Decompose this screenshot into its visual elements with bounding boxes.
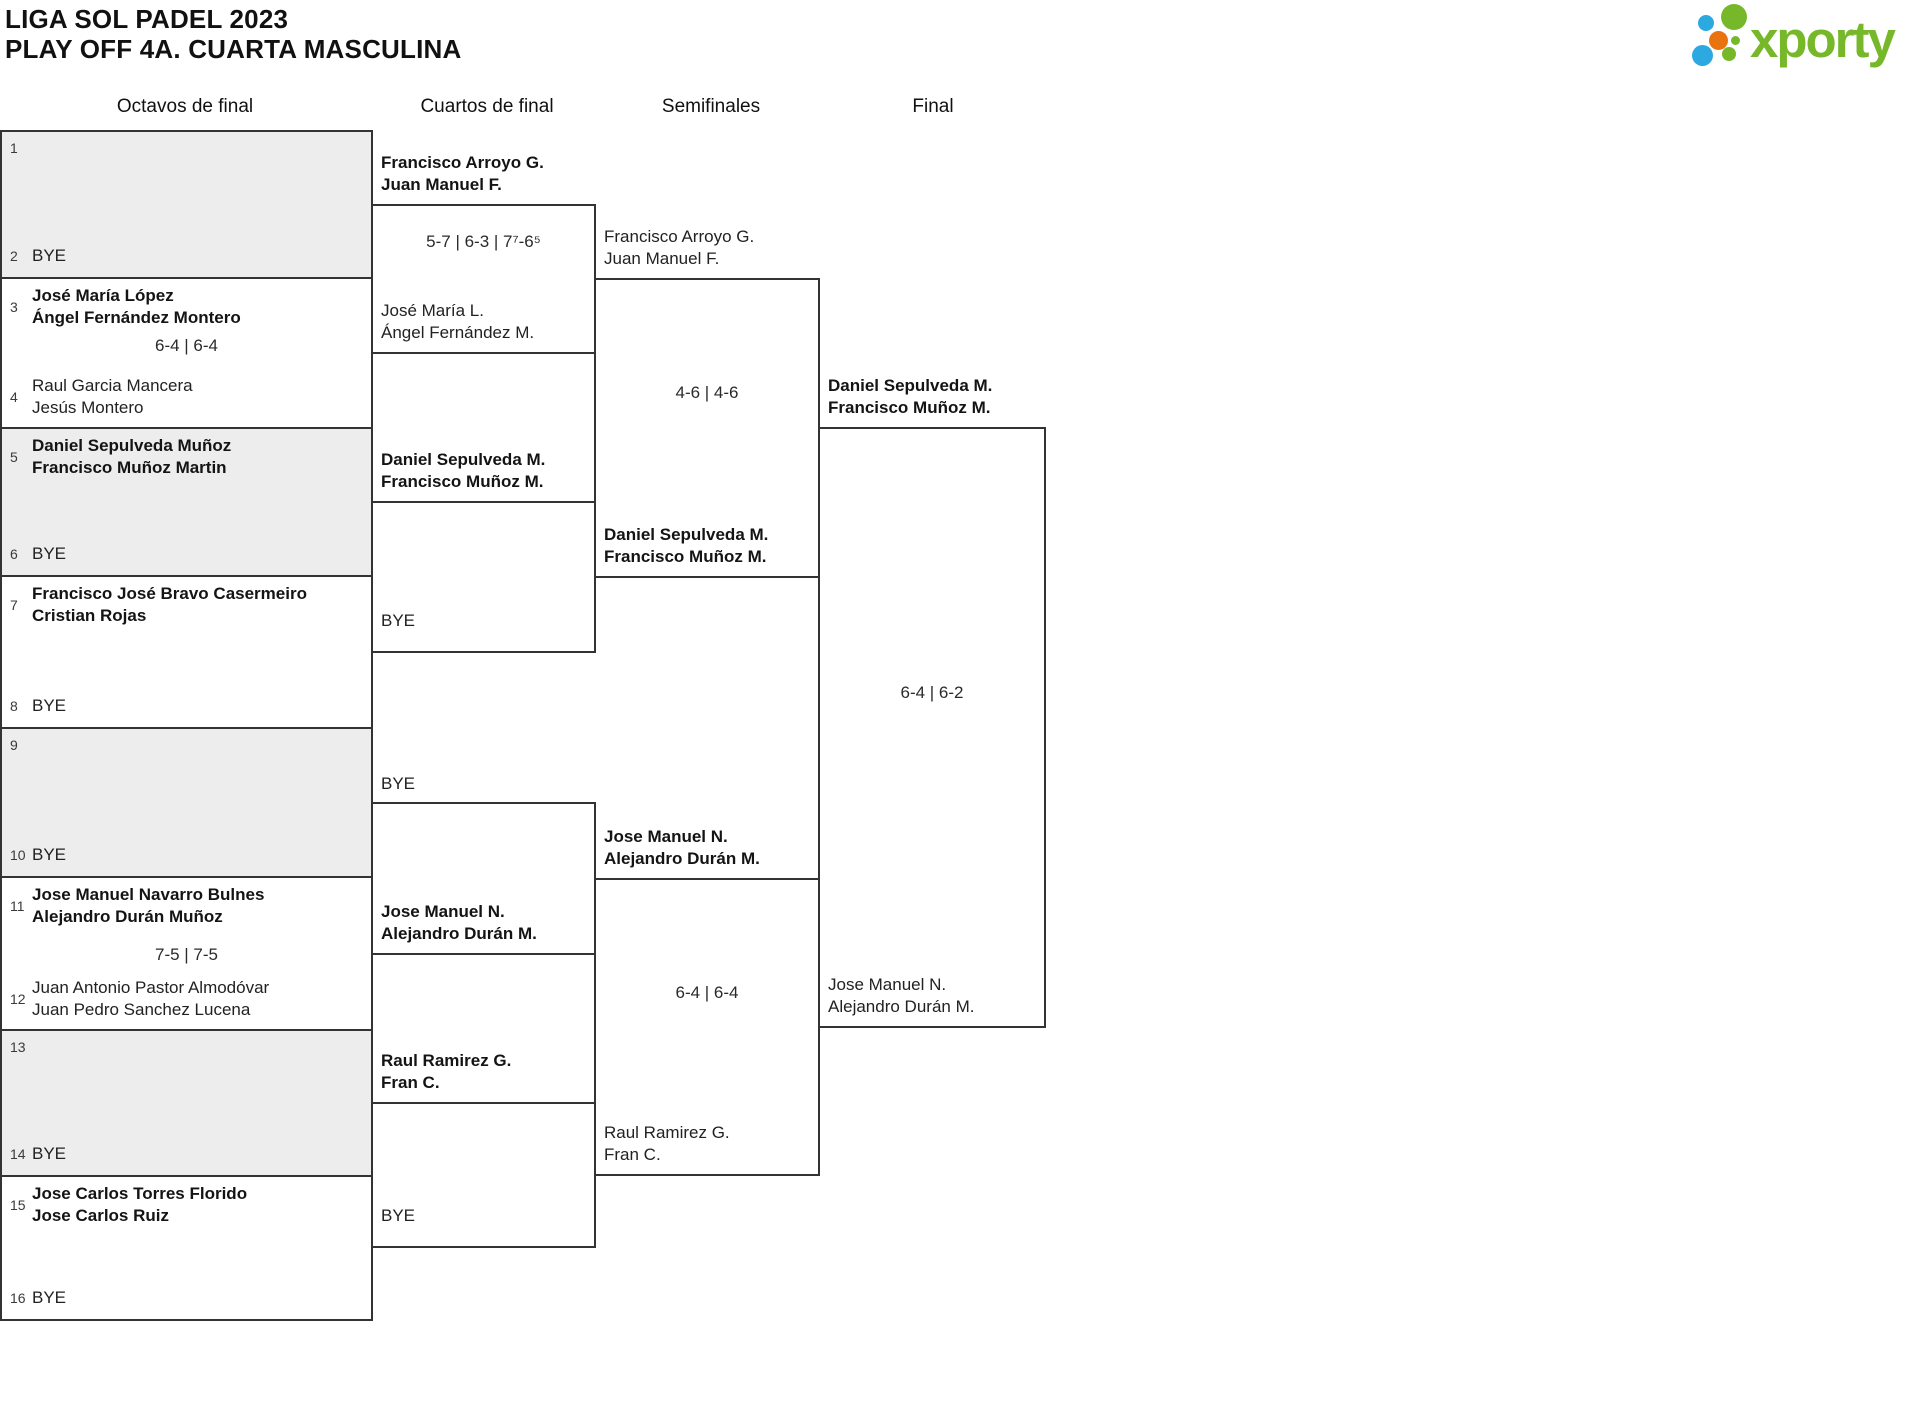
logo-dot-blue-bottom	[1692, 45, 1713, 66]
match-box-octavos-4[interactable]: 7 Francisco José Bravo Casermeiro Cristi…	[0, 575, 373, 729]
seed-number: 13	[10, 1039, 26, 1055]
team-names: Daniel Sepulveda Muñoz Francisco Muñoz M…	[32, 436, 232, 477]
match-box-octavos-5[interactable]: 9 10 BYE	[0, 727, 373, 878]
team-slot-bottom: 12 Juan Antonio Pastor Almodóvar Juan Pe…	[10, 977, 367, 1021]
round-header-cuartos: Cuartos de final	[420, 96, 554, 117]
team-slot-bottom: 14 BYE	[10, 1144, 367, 1164]
xporty-logo: xporty	[1690, 0, 1915, 80]
team-names: Daniel Sepulveda M. Francisco Muñoz M.	[381, 450, 546, 491]
bye-label: BYE	[381, 611, 416, 630]
seed-number: 10	[10, 847, 26, 863]
match-box-octavos-6[interactable]: 11 Jose Manuel Navarro Bulnes Alejandro …	[0, 876, 373, 1031]
round-header-final: Final	[912, 96, 954, 117]
team-names: José María López Ángel Fernández Montero	[32, 286, 241, 327]
seed-number: 12	[10, 991, 26, 1007]
match-box-octavos-3[interactable]: 5 Daniel Sepulveda Muñoz Francisco Muñoz…	[0, 427, 373, 577]
team-slot-bottom: 6 BYE	[10, 544, 367, 564]
seed-number: 4	[10, 389, 18, 405]
seed-number: 1	[10, 140, 18, 156]
match-box-cuartos-2[interactable]: Daniel Sepulveda M. Francisco Muñoz M. B…	[371, 450, 596, 653]
title-line-2: PLAY OFF 4A. CUARTA MASCULINA	[5, 34, 462, 64]
seed-number: 9	[10, 737, 18, 753]
seed-number: 14	[10, 1146, 26, 1162]
match-box-cuartos-3[interactable]: BYE Jose Manuel N. Alejandro Durán M.	[371, 774, 596, 955]
team-names: Raul Ramirez G. Fran C.	[381, 1051, 512, 1092]
bye-label: BYE	[32, 1288, 67, 1307]
bye-label: BYE	[32, 246, 67, 265]
match-score: 6-4 | 6-2	[900, 683, 964, 702]
team-names: José María L. Ángel Fernández M.	[381, 301, 535, 342]
team-slot-bottom: 4 Raul Garcia Mancera Jesús Montero	[10, 375, 367, 419]
team-slot-top: 15 Jose Carlos Torres Florido Jose Carlo…	[10, 1183, 367, 1227]
round-header-octavos: Octavos de final	[116, 96, 254, 117]
team-names: Jose Manuel N. Alejandro Durán M.	[604, 827, 760, 868]
match-box-semifinal-2[interactable]: Jose Manuel N. Alejandro Durán M. 6-4 | …	[594, 827, 820, 1176]
bye-label: BYE	[381, 774, 416, 793]
team-names: Raul Garcia Mancera Jesús Montero	[32, 376, 193, 417]
match-box-semifinal-1[interactable]: Francisco Arroyo G. Juan Manuel F. 4-6 |…	[594, 227, 820, 578]
logo-dot-blue-top	[1698, 15, 1714, 31]
seed-number: 16	[10, 1290, 26, 1306]
match-box-octavos-7[interactable]: 13 14 BYE	[0, 1029, 373, 1177]
bye-label: BYE	[32, 1144, 67, 1163]
team-slot-bottom: 2 BYE	[10, 246, 367, 266]
match-score: 6-4 | 6-4	[675, 983, 739, 1002]
team-slot-bottom: 10 BYE	[10, 845, 367, 865]
team-slot-bottom: 16 BYE	[10, 1288, 367, 1308]
seed-number: 6	[10, 546, 18, 562]
seed-number: 15	[10, 1197, 26, 1213]
seed-number: 8	[10, 698, 18, 714]
logo-dot-green-big	[1721, 4, 1747, 30]
match-score: 7-5 | 7-5	[154, 945, 218, 964]
logo-dot-orange	[1709, 31, 1728, 50]
seed-number: 11	[10, 898, 25, 914]
bye-label: BYE	[32, 544, 67, 563]
bye-label: BYE	[32, 845, 67, 864]
round-header-semifinales: Semifinales	[661, 96, 761, 117]
team-slot-top: 9	[10, 737, 367, 753]
team-slot-top: 5 Daniel Sepulveda Muñoz Francisco Muñoz…	[10, 435, 367, 479]
logo-dot-green-small	[1722, 47, 1736, 61]
match-box-octavos-2[interactable]: 3 José María López Ángel Fernández Monte…	[0, 277, 373, 429]
logo-wordmark: xporty	[1750, 11, 1896, 68]
team-slot-top: 11 Jose Manuel Navarro Bulnes Alejandro …	[10, 884, 367, 928]
match-score: 4-6 | 4-6	[675, 383, 739, 402]
seed-number: 5	[10, 449, 18, 465]
match-score: 6-4 | 6-4	[154, 336, 218, 355]
logo-dot-green-tiny	[1731, 36, 1740, 45]
team-names: Francisco Arroyo G. Juan Manuel F.	[604, 227, 755, 268]
team-names: Juan Antonio Pastor Almodóvar Juan Pedro…	[32, 978, 270, 1019]
team-names: Francisco Arroyo G. Juan Manuel F.	[381, 153, 544, 194]
seed-number: 3	[10, 299, 18, 315]
page-title: LIGA SOL PADEL 2023 PLAY OFF 4A. CUARTA …	[5, 4, 461, 64]
match-score: 5-7 | 6-3 | 7⁷-6⁵	[426, 232, 541, 251]
seed-number: 2	[10, 248, 18, 264]
team-names: Raul Ramirez G. Fran C.	[604, 1123, 730, 1164]
bye-label: BYE	[32, 696, 67, 715]
team-names: Daniel Sepulveda M. Francisco Muñoz M.	[828, 376, 993, 417]
match-box-cuartos-4[interactable]: Raul Ramirez G. Fran C. BYE	[371, 1051, 596, 1248]
match-box-octavos-1[interactable]: 1 2 BYE	[0, 130, 373, 279]
team-names: Jose Manuel Navarro Bulnes Alejandro Dur…	[32, 885, 265, 926]
team-names: Jose Manuel N. Alejandro Durán M.	[381, 902, 537, 943]
team-names: Jose Manuel N. Alejandro Durán M.	[828, 975, 975, 1016]
match-box-final[interactable]: Daniel Sepulveda M. Francisco Muñoz M. 6…	[818, 376, 1046, 1028]
team-names: Jose Carlos Torres Florido Jose Carlos R…	[32, 1184, 248, 1225]
match-box-octavos-8[interactable]: 15 Jose Carlos Torres Florido Jose Carlo…	[0, 1175, 373, 1321]
bye-label: BYE	[381, 1206, 416, 1225]
team-slot-top: 1	[10, 140, 367, 156]
team-slot-top: 7 Francisco José Bravo Casermeiro Cristi…	[10, 583, 367, 627]
team-slot-top: 13	[10, 1039, 367, 1055]
team-slot-bottom: 8 BYE	[10, 696, 367, 716]
team-names: Francisco José Bravo Casermeiro Cristian…	[32, 584, 307, 625]
seed-number: 7	[10, 597, 18, 613]
team-slot-top: 3 José María López Ángel Fernández Monte…	[10, 285, 367, 329]
team-names: Daniel Sepulveda M. Francisco Muñoz M.	[604, 525, 769, 566]
match-box-cuartos-1[interactable]: Francisco Arroyo G. Juan Manuel F. 5-7 |…	[371, 153, 596, 354]
title-line-1: LIGA SOL PADEL 2023	[5, 4, 289, 34]
